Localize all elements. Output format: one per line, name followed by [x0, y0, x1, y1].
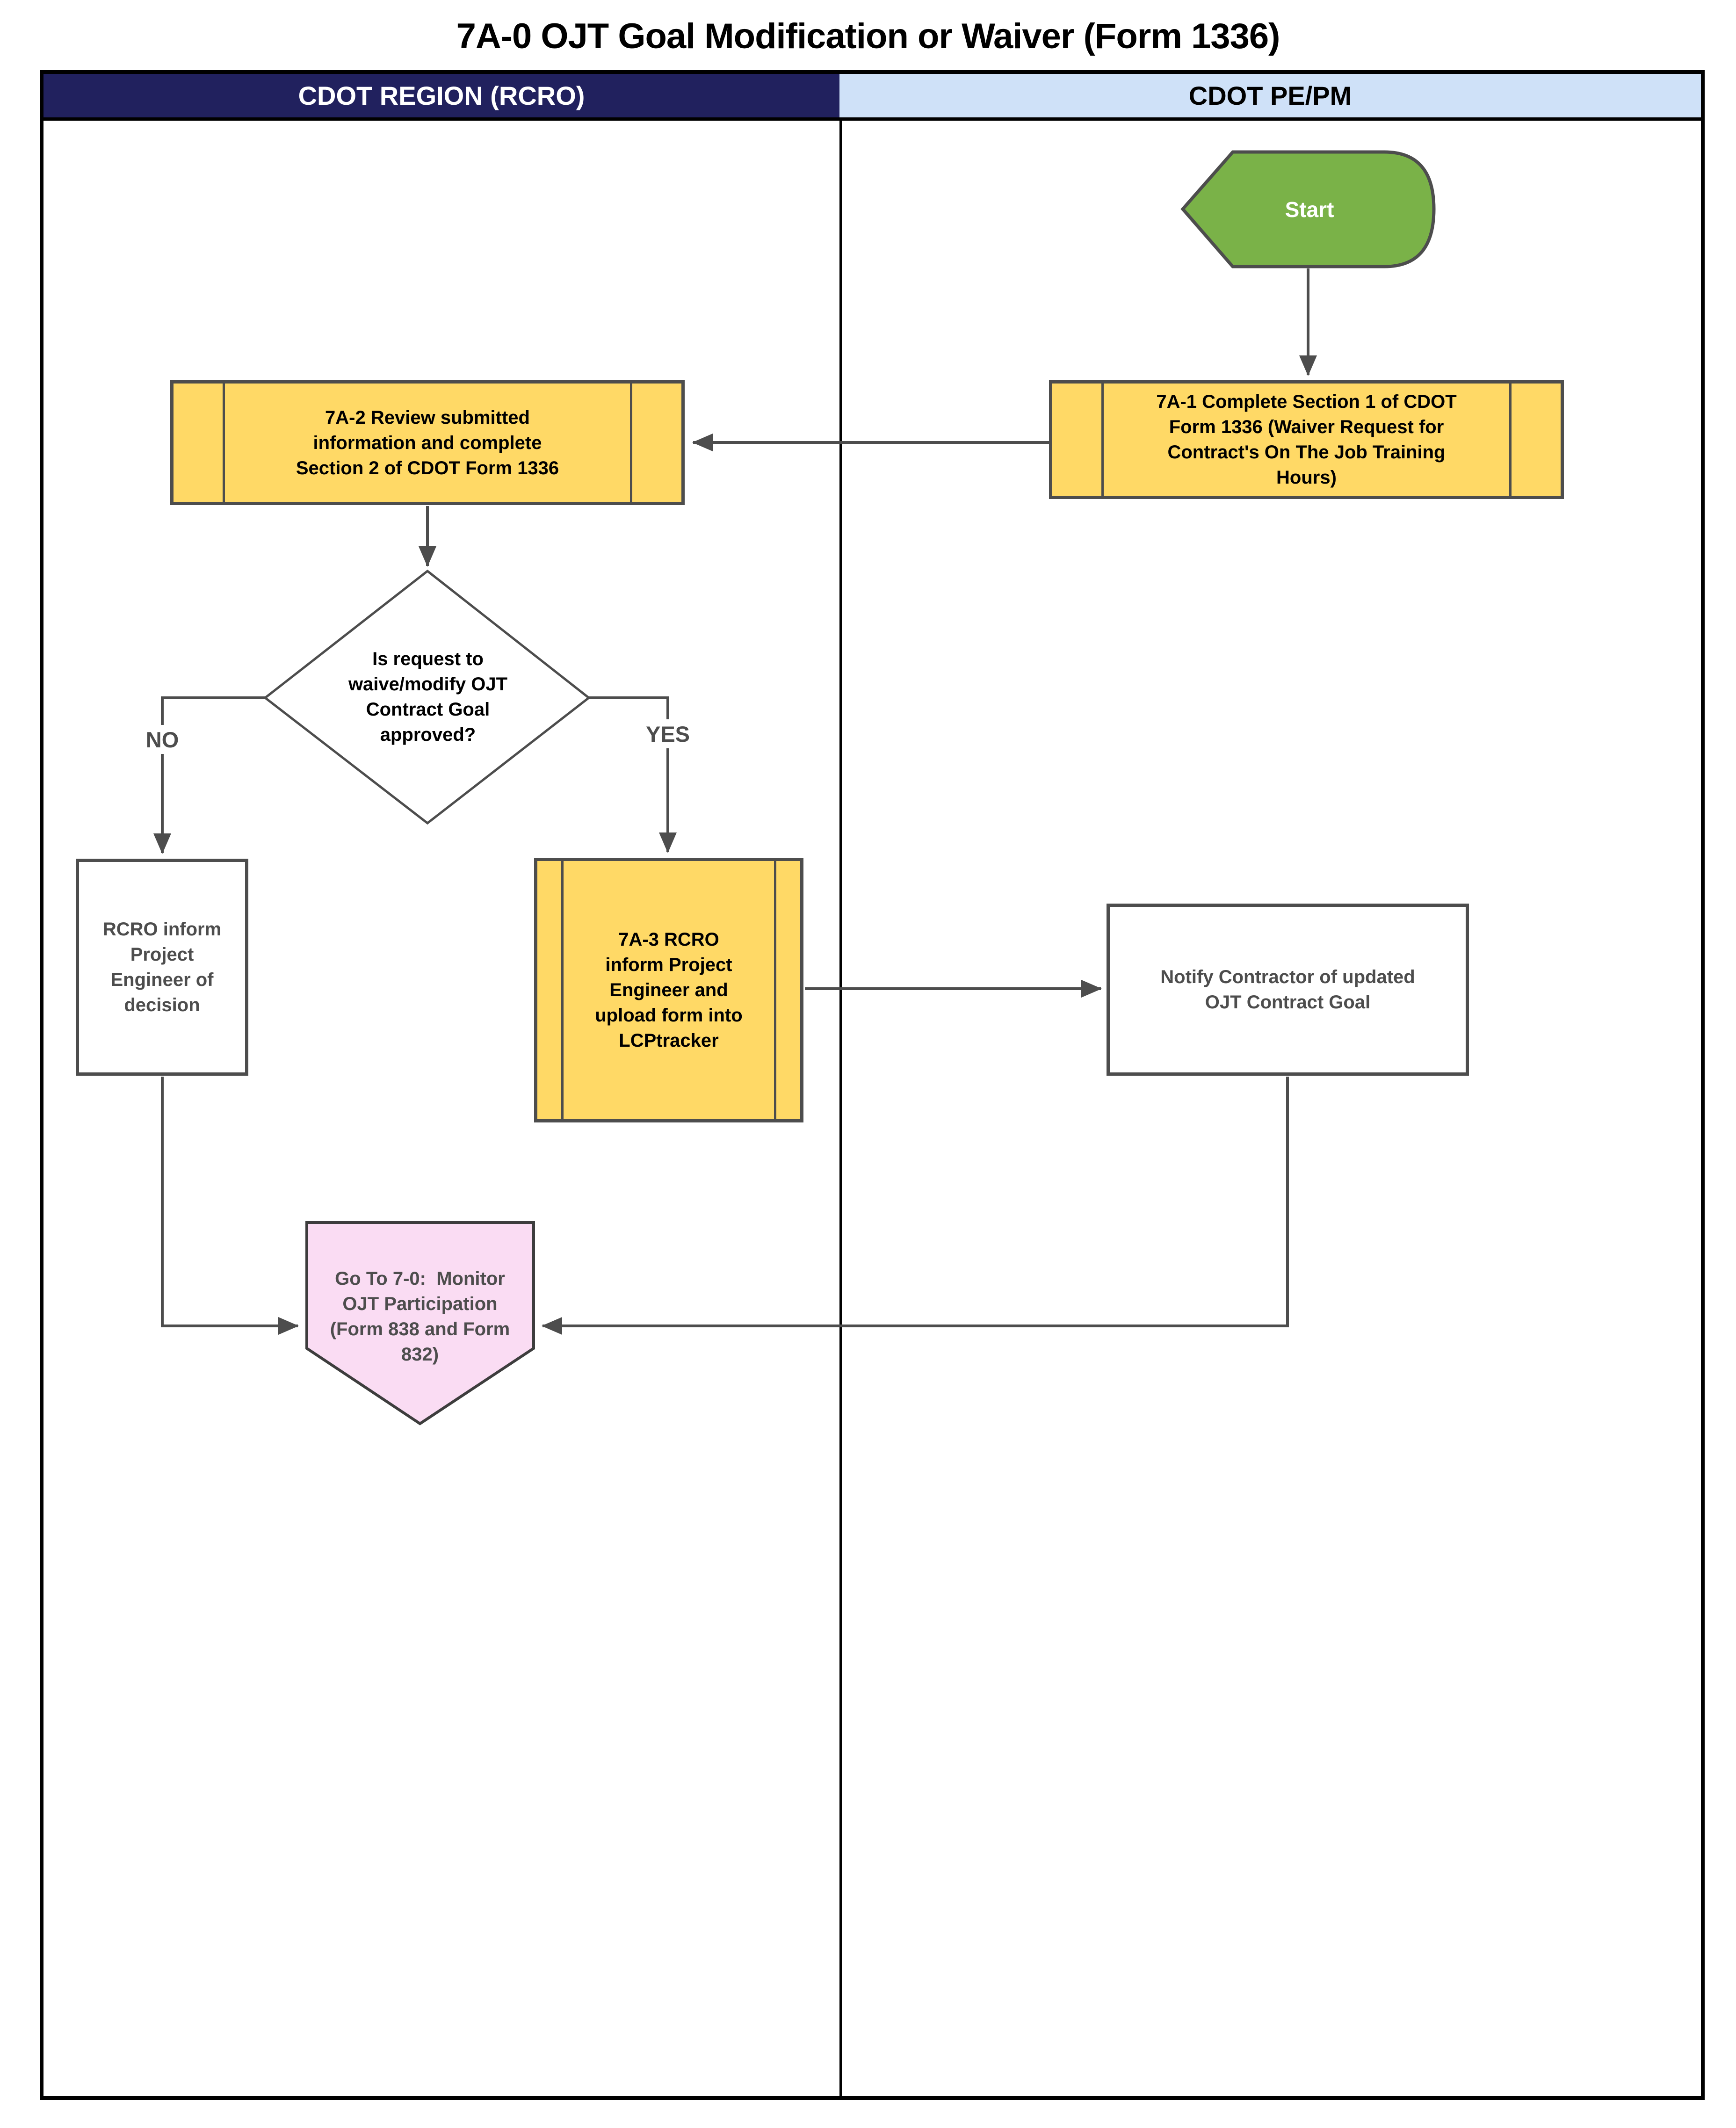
- decision-diamond-shape: [263, 569, 591, 825]
- node-rcro-inform-decision: RCRO inform Project Engineer of decision: [76, 859, 248, 1076]
- node-notify-contractor: Notify Contractor of updated OJT Contrac…: [1107, 904, 1469, 1076]
- process-side-bar: [223, 384, 225, 502]
- node-7a3-label: 7A-3 RCRO inform Project Engineer and up…: [595, 929, 743, 1051]
- process-side-bar: [774, 861, 776, 1119]
- node-rcro-inform-label: RCRO inform Project Engineer of decision: [102, 919, 222, 1015]
- lane-divider: [839, 121, 842, 2096]
- lane-header-cdot-region-rcro: CDOT REGION (RCRO): [43, 74, 839, 121]
- branch-label-no: NO: [127, 725, 197, 754]
- connector-decision-no-to-rcro: [153, 696, 265, 854]
- node-7a2-review-information: 7A-2 Review submitted information and co…: [170, 380, 685, 505]
- node-notify-contractor-label: Notify Contractor of updated OJT Contrac…: [1160, 967, 1415, 1013]
- node-7a1-complete-section1: 7A-1 Complete Section 1 of CDOT Form 133…: [1049, 380, 1564, 499]
- node-7a2-label: 7A-2 Review submitted information and co…: [296, 407, 559, 478]
- connector-notify-to-goto: [542, 1077, 1289, 1335]
- connector-rcro-to-goto: [161, 1077, 299, 1335]
- node-7a1-label: 7A-1 Complete Section 1 of CDOT Form 133…: [1156, 391, 1457, 488]
- connector-decision-yes-to-7a3: [589, 696, 677, 853]
- branch-label-yes: YES: [631, 719, 704, 748]
- flowchart-frame: [40, 70, 1705, 2100]
- offpage-connector-shape: [305, 1221, 535, 1426]
- process-side-bar: [1101, 384, 1104, 496]
- process-side-bar: [1509, 384, 1512, 496]
- lane-header-right-label: CDOT PE/PM: [1188, 81, 1352, 110]
- start-shape: [1180, 150, 1436, 268]
- process-side-bar: [561, 861, 564, 1119]
- page-title: 7A-0 OJT Goal Modification or Waiver (Fo…: [456, 16, 1280, 56]
- lane-header-left-label: CDOT REGION (RCRO): [298, 81, 585, 110]
- process-side-bar: [630, 384, 632, 502]
- node-7a3-inform-upload: 7A-3 RCRO inform Project Engineer and up…: [534, 858, 803, 1122]
- lane-header-cdot-pe-pm: CDOT PE/PM: [839, 74, 1701, 121]
